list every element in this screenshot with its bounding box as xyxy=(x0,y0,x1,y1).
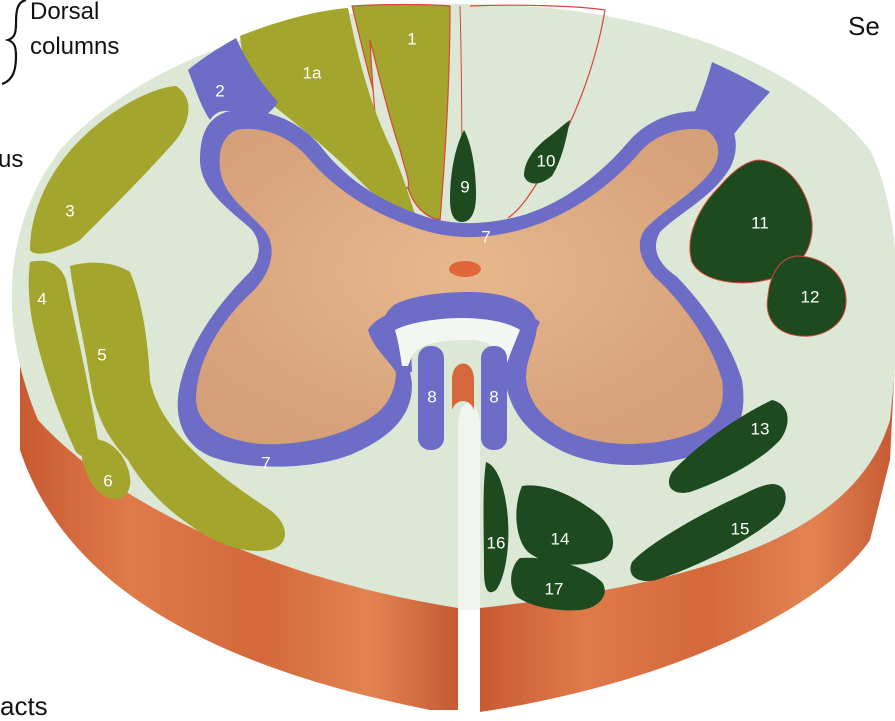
label-16: 16 xyxy=(487,533,506,552)
label-6: 6 xyxy=(103,471,112,490)
bottom-fragment-label: acts xyxy=(0,694,48,718)
label-14: 14 xyxy=(551,529,570,548)
label-7-bottom: 7 xyxy=(261,453,270,472)
label-10: 10 xyxy=(537,151,556,170)
label-1a: 1a xyxy=(303,63,322,82)
label-1: 1 xyxy=(407,29,416,48)
central-canal xyxy=(449,261,481,277)
left-fragment-label: us xyxy=(0,148,23,172)
label-5: 5 xyxy=(97,345,106,364)
right-fragment-label: Se xyxy=(848,14,880,38)
label-13: 13 xyxy=(751,419,770,438)
label-17: 17 xyxy=(545,579,564,598)
label-9: 9 xyxy=(460,177,469,196)
label-8-left: 8 xyxy=(427,387,436,406)
label-12: 12 xyxy=(801,287,820,306)
ventral-fissure xyxy=(458,403,480,611)
brace-icon xyxy=(2,0,26,84)
label-7-top: 7 xyxy=(481,227,490,246)
label-3: 3 xyxy=(65,201,74,220)
dorsal-label: Dorsal xyxy=(30,0,99,24)
columns-label: columns xyxy=(30,35,119,59)
label-4: 4 xyxy=(37,289,46,308)
label-15: 15 xyxy=(731,519,750,538)
label-2: 2 xyxy=(215,81,224,100)
label-8-right: 8 xyxy=(489,387,498,406)
label-11: 11 xyxy=(751,213,769,232)
